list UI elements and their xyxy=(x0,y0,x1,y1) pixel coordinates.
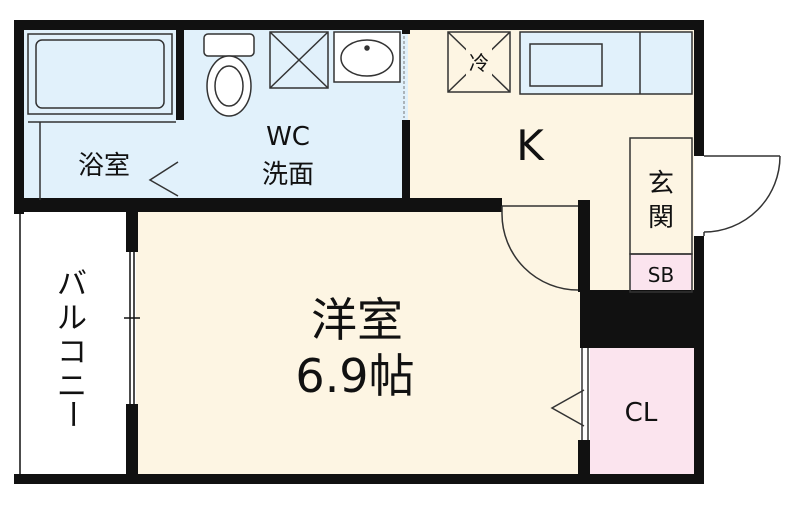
room-door xyxy=(501,205,579,291)
wall-bath-wc xyxy=(176,20,184,120)
closet-label: CL xyxy=(625,398,658,428)
balcony-outline xyxy=(19,212,140,474)
kitchen-counter xyxy=(519,31,693,95)
wall-wc-kitchen-lower xyxy=(402,120,410,206)
entrance-outline xyxy=(629,137,693,293)
wall-left-upper xyxy=(14,20,24,214)
western-room-size: 6.9帖 xyxy=(295,349,414,403)
wall-bottom xyxy=(14,474,704,484)
entrance-label-char1: 玄 xyxy=(648,169,674,199)
wc-label-line1: WC xyxy=(266,122,310,152)
western-room-label: 洋室 xyxy=(311,293,403,347)
washbasin xyxy=(333,31,401,83)
balcony-char-2: コ xyxy=(57,335,87,370)
closet-floor xyxy=(590,348,694,474)
walls xyxy=(14,20,704,484)
fridge-label-bg xyxy=(466,48,492,76)
kitchen-label: K xyxy=(516,121,545,170)
shoebox-floor xyxy=(630,254,692,292)
entrance-label-char2: 関 xyxy=(648,203,674,233)
toilet xyxy=(203,33,255,117)
entrance-door xyxy=(703,155,781,236)
bathtub xyxy=(27,33,176,200)
wall-balcony-rail xyxy=(126,212,138,252)
fridge-label: 冷 xyxy=(469,51,489,75)
wall-right-upper xyxy=(694,20,704,156)
bath-label: 浴室 xyxy=(78,151,130,181)
balcony-char-3: ニ xyxy=(57,369,87,404)
western-room-floor xyxy=(136,210,580,474)
wall-top xyxy=(14,20,704,30)
balcony-char-1: ル xyxy=(57,301,87,336)
wc-label-line2: 洗面 xyxy=(262,160,314,190)
wall-core-block xyxy=(580,290,700,348)
closet-door xyxy=(550,348,589,440)
shoebox-label: SB xyxy=(648,263,674,287)
balcony-floor xyxy=(20,212,130,474)
wall-mid-horizontal xyxy=(14,198,502,212)
wall-right-lower xyxy=(694,236,704,482)
wc-duct xyxy=(269,31,329,89)
balcony-label: バ ル コ ニ ー xyxy=(54,267,89,429)
bath-door-mark xyxy=(148,161,179,197)
balcony-char-0: バ xyxy=(57,267,87,302)
wall-room-right xyxy=(578,200,590,292)
wall-wc-kitchen xyxy=(402,20,410,34)
balcony-char-4: ー xyxy=(54,399,89,429)
wall-room-right-lower xyxy=(578,440,590,482)
wall-balcony-rail-lower xyxy=(126,404,138,482)
